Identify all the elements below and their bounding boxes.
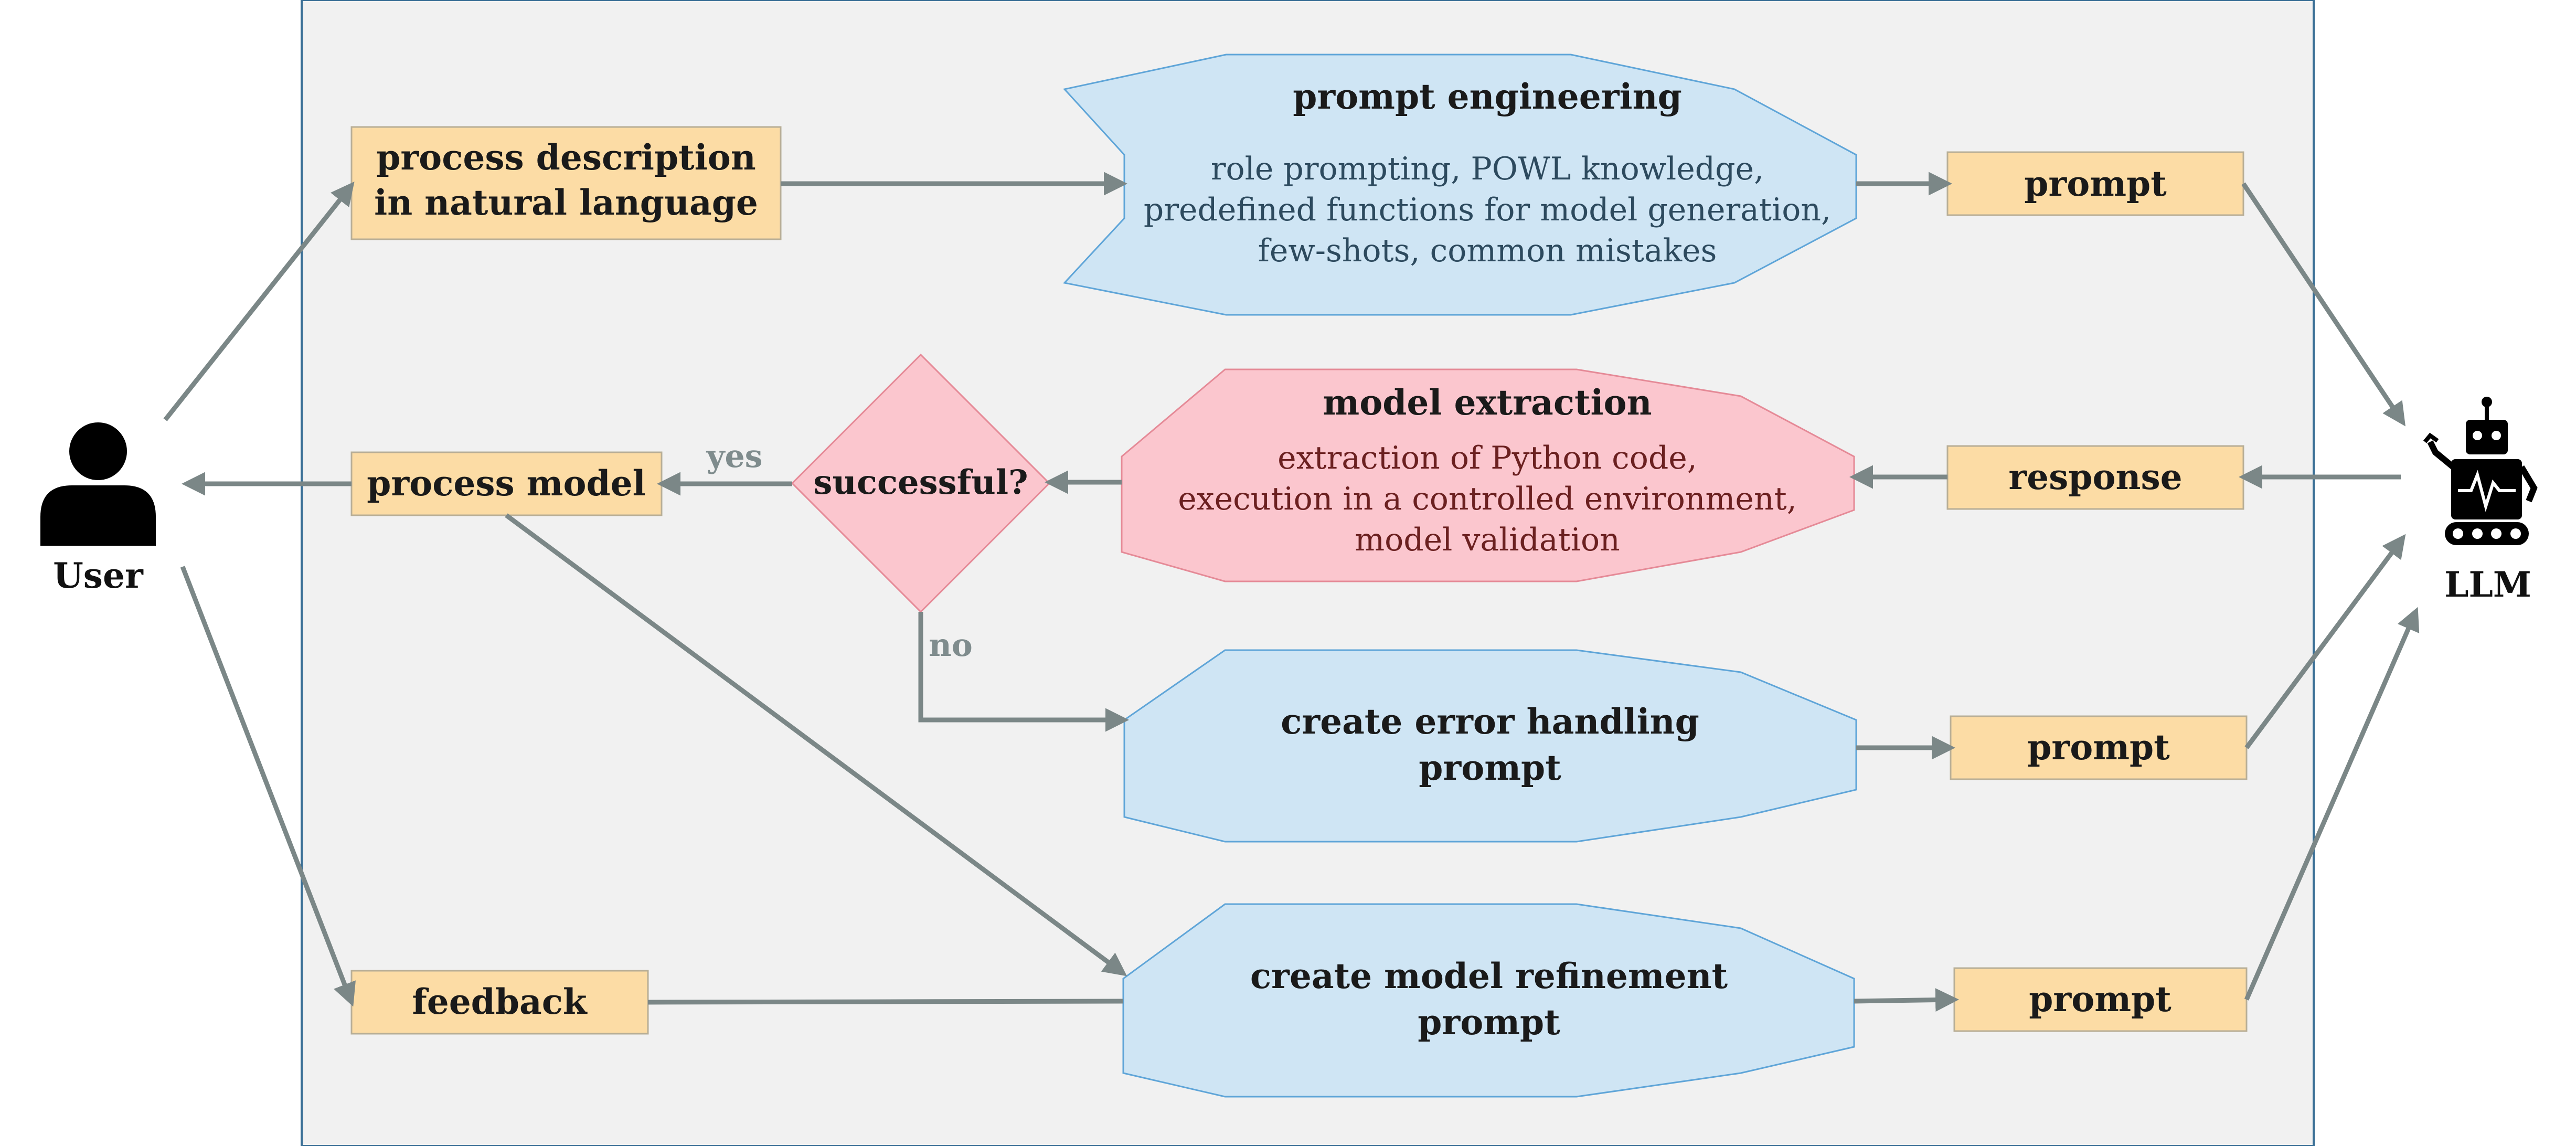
edge-feedback-to-refinement: [647, 999, 1124, 1005]
model-extraction-title: model extraction: [1323, 382, 1652, 423]
edge-prompt-top-to-llm: [2241, 182, 2405, 427]
model-extraction-line-2: execution in a controlled environment,: [1178, 481, 1797, 517]
user-icon: [40, 422, 156, 546]
edges: [163, 172, 2420, 1012]
process-model-box: process model: [350, 451, 663, 516]
process-model-label: process model: [367, 463, 645, 504]
error-handling-line-1: create error handling: [1281, 701, 1699, 742]
llm-actor: LLM: [2423, 397, 2538, 605]
edge-label-yes: yes: [706, 438, 763, 475]
feedback-label: feedback: [412, 981, 588, 1022]
prompt-engineering-line-2: predefined functions for model generatio…: [1144, 192, 1831, 228]
feedback-box: feedback: [350, 970, 649, 1035]
model-extraction-line-1: extraction of Python code,: [1278, 440, 1697, 476]
edge-refinement-to-prompt: [1854, 988, 1959, 1012]
prompt-engineering-title: prompt engineering: [1293, 76, 1682, 117]
edge-user-to-description: [163, 181, 355, 421]
user-actor: User: [40, 422, 156, 596]
edge-prompt-mid-to-llm: [2244, 534, 2406, 749]
prompt-mid-label: prompt: [2027, 727, 2170, 768]
successful-decision: successful?: [791, 353, 1051, 613]
prompt-engineering-node: prompt engineering role prompting, POWL …: [1063, 54, 1857, 316]
process-description-line-1: process description: [376, 137, 755, 178]
prompt-top-label: prompt: [2024, 163, 2167, 204]
successful-label: successful?: [813, 463, 1028, 502]
response-box: response: [1946, 445, 2244, 510]
response-label: response: [2008, 457, 2182, 497]
edge-user-to-feedback: [180, 566, 356, 1007]
prompt-bottom-label: prompt: [2029, 979, 2171, 1020]
process-description-box: process description in natural language: [350, 126, 782, 240]
edge-decision-no-to-error-handling: [918, 612, 1129, 732]
prompt-mid-box: prompt: [1950, 715, 2248, 780]
error-handling-node: create error handling prompt: [1123, 649, 1857, 843]
edge-prompt-bottom-to-llm: [2244, 607, 2420, 1001]
prompt-engineering-line-1: role prompting, POWL knowledge,: [1211, 151, 1764, 187]
prompt-top-box: prompt: [1946, 151, 2244, 216]
prompt-engineering-line-3: few-shots, common mistakes: [1258, 232, 1717, 269]
edge-label-no: no: [929, 627, 973, 664]
edge-process-model-to-refinement: [505, 513, 1127, 977]
error-handling-line-2: prompt: [1419, 747, 1561, 788]
model-refinement-node: create model refinement prompt: [1122, 903, 1855, 1098]
model-refinement-line-1: create model refinement: [1250, 956, 1728, 996]
prompt-bottom-box: prompt: [1953, 967, 2248, 1032]
process-description-line-2: in natural language: [374, 182, 758, 223]
llm-label: LLM: [2444, 564, 2531, 605]
user-label: User: [53, 555, 144, 596]
model-extraction-line-3: model validation: [1355, 522, 1620, 558]
model-extraction-node: model extraction extraction of Python co…: [1121, 368, 1855, 582]
robot-icon: [2423, 397, 2538, 545]
model-refinement-line-2: prompt: [1418, 1002, 1560, 1043]
